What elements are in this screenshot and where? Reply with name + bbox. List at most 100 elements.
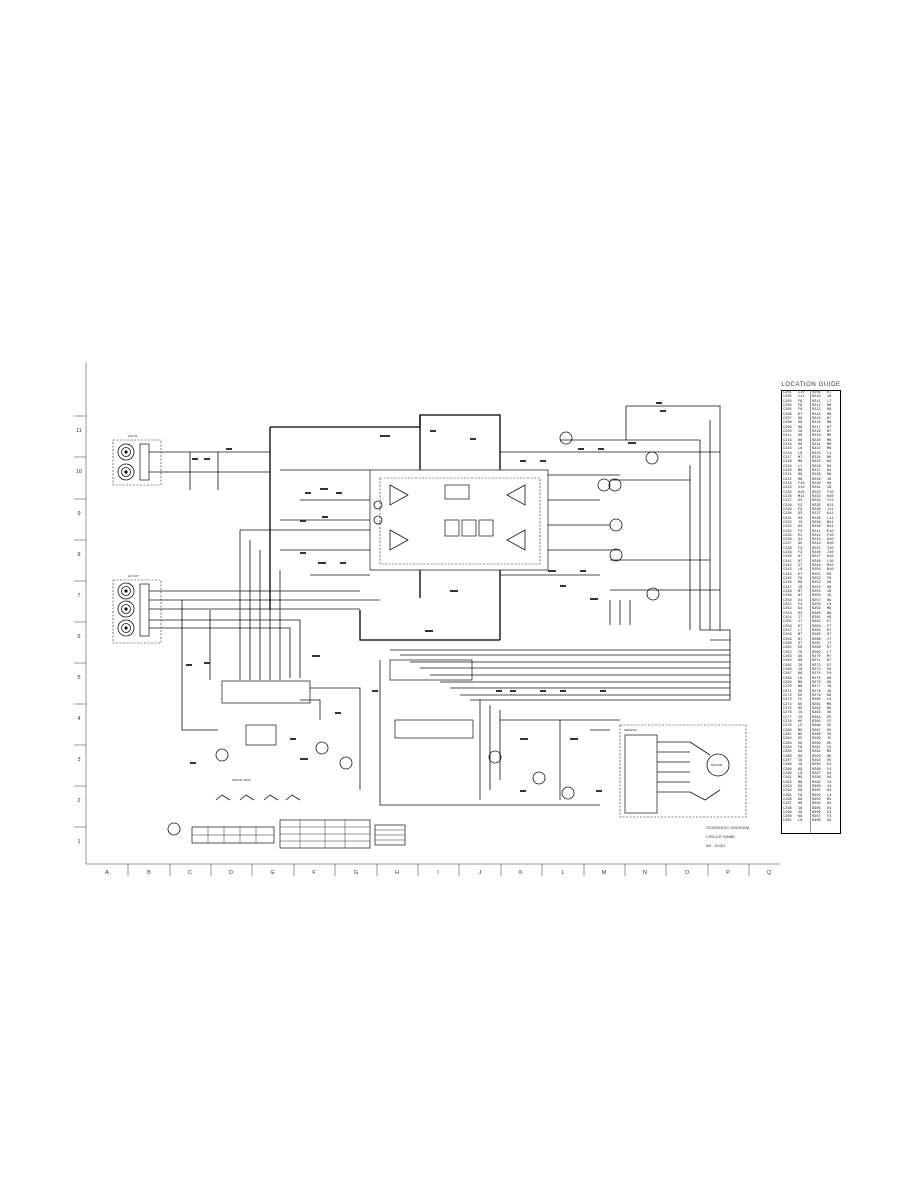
guide-cell: N5 bbox=[827, 754, 832, 759]
guide-cell: R288 bbox=[812, 732, 821, 737]
guide-cell: N7 bbox=[798, 594, 803, 599]
guide-cell: C230 bbox=[783, 512, 792, 517]
guide-cell: F3 bbox=[827, 815, 832, 820]
row-label: 1 bbox=[77, 839, 80, 845]
sensor-label: SENSOR bbox=[624, 728, 638, 732]
guide-cell: N5 bbox=[798, 732, 803, 737]
guide-cell: R293 bbox=[812, 754, 821, 759]
guide-cell: F9 bbox=[798, 745, 803, 750]
guide-cell: R236 bbox=[812, 507, 821, 512]
guide-cell: R265 bbox=[812, 633, 821, 638]
guide-cell: C202 bbox=[783, 395, 792, 400]
guide-cell: H8 bbox=[827, 403, 832, 408]
guide-cell: R266 bbox=[812, 637, 821, 642]
guide-cell: C232 bbox=[783, 520, 792, 525]
guide-cell: C237 bbox=[783, 542, 792, 547]
guide-cell: C234 bbox=[783, 529, 792, 534]
guide-cell: R262 bbox=[812, 620, 821, 625]
guide-cell: H8 bbox=[798, 442, 803, 447]
guide-cell: R286 bbox=[812, 724, 821, 729]
guide-cell: I7 bbox=[798, 564, 803, 569]
guide-cell: E3 bbox=[798, 503, 803, 508]
guide-cell: J7 bbox=[798, 620, 803, 625]
guide-cell: R306 bbox=[812, 810, 821, 815]
guide-cell: O9 bbox=[827, 616, 832, 621]
guide-cell: C238 bbox=[783, 546, 792, 551]
guide-cell: L11 bbox=[827, 516, 834, 521]
guide-cell: F8 bbox=[798, 403, 803, 408]
guide-cell: M8 bbox=[827, 434, 832, 439]
guide-cell: C214 bbox=[783, 442, 792, 447]
guide-cell: C221 bbox=[783, 473, 792, 478]
guide-cell: M5 bbox=[827, 750, 832, 755]
guide-cell: R229 bbox=[812, 477, 821, 482]
guide-cell: I8 bbox=[827, 486, 832, 491]
guide-cell: C231 bbox=[783, 516, 792, 521]
guide-cell: L8 bbox=[798, 819, 803, 824]
guide-cell: K10 bbox=[827, 555, 834, 560]
guide-cell: K5 bbox=[827, 741, 832, 746]
guide-cell: R259 bbox=[812, 607, 821, 612]
guide-cell: N7 bbox=[827, 429, 832, 434]
guide-cell: H6 bbox=[827, 680, 832, 685]
guide-cell: R264 bbox=[812, 629, 821, 634]
guide-cell: I9 bbox=[798, 758, 803, 763]
guide-cell: I8 bbox=[798, 585, 803, 590]
guide-cell: C264 bbox=[783, 659, 792, 664]
guide-cell: K7 bbox=[798, 624, 803, 629]
guide-cell: R245 bbox=[812, 546, 821, 551]
notes-line: CIRCUIT NAME bbox=[706, 834, 735, 839]
guide-cell: H8 bbox=[798, 581, 803, 586]
column-label: L bbox=[561, 870, 564, 876]
guide-cell: C259 bbox=[783, 637, 792, 642]
guide-cell: C222 bbox=[783, 477, 792, 482]
guide-cell: C244 bbox=[783, 572, 792, 577]
guide-cell: H9 bbox=[827, 585, 832, 590]
guide-cell: I10 bbox=[827, 546, 834, 551]
guide-cell: I11 bbox=[827, 499, 834, 504]
guide-cell: C288 bbox=[783, 763, 792, 768]
spec-tables bbox=[191, 819, 406, 849]
guide-cell: N7 bbox=[827, 659, 832, 664]
guide-cell: L6 bbox=[798, 451, 803, 456]
guide-cell: J8 bbox=[798, 810, 803, 815]
guide-cell: F6 bbox=[827, 672, 832, 677]
guide-cell: N4 bbox=[827, 802, 832, 807]
guide-cell: I5 bbox=[798, 711, 803, 716]
guide-cell: R218 bbox=[812, 429, 821, 434]
guide-cell: R284 bbox=[812, 715, 821, 720]
guide-cell: J8 bbox=[798, 429, 803, 434]
guide-cell: O5 bbox=[798, 737, 803, 742]
guide-cell: C295 bbox=[783, 793, 792, 798]
guide-cell: N9 bbox=[798, 780, 803, 785]
guide-cell: M7 bbox=[798, 455, 803, 460]
guide-cell: N7 bbox=[827, 425, 832, 430]
guide-cell: H4 bbox=[798, 611, 803, 616]
guide-cell: C255 bbox=[783, 620, 792, 625]
guide-cell: R252 bbox=[812, 577, 821, 582]
guide-cell: G3 bbox=[798, 512, 803, 517]
guide-cell: E5 bbox=[827, 715, 832, 720]
guide-cell: L9 bbox=[827, 603, 832, 608]
guide-cell: R254 bbox=[812, 585, 821, 590]
guide-cell: C279 bbox=[783, 724, 792, 729]
guide-cell: I6 bbox=[798, 663, 803, 668]
guide-cell: J9 bbox=[798, 763, 803, 768]
guide-cell: R217 bbox=[812, 425, 821, 430]
guide-cell: F9 bbox=[827, 577, 832, 582]
guide-cell: F8 bbox=[798, 793, 803, 798]
guide-cell: R289 bbox=[812, 737, 821, 742]
guide-cell: R224 bbox=[812, 455, 821, 460]
guide-cell: C219 bbox=[783, 464, 792, 469]
guide-cell: C257 bbox=[783, 629, 792, 634]
column-label: E bbox=[271, 870, 275, 876]
guide-cell: L7 bbox=[798, 464, 803, 469]
guide-cell: C272 bbox=[783, 693, 792, 698]
guide-cell: F5 bbox=[827, 719, 832, 724]
guide-cell: R215 bbox=[812, 416, 821, 421]
guide-cell: H10 bbox=[827, 494, 834, 499]
column-label: H bbox=[395, 870, 399, 876]
guide-cell: L7 bbox=[827, 399, 832, 404]
guide-cell: H11 bbox=[827, 503, 834, 508]
guide-cell: R233 bbox=[812, 494, 821, 499]
